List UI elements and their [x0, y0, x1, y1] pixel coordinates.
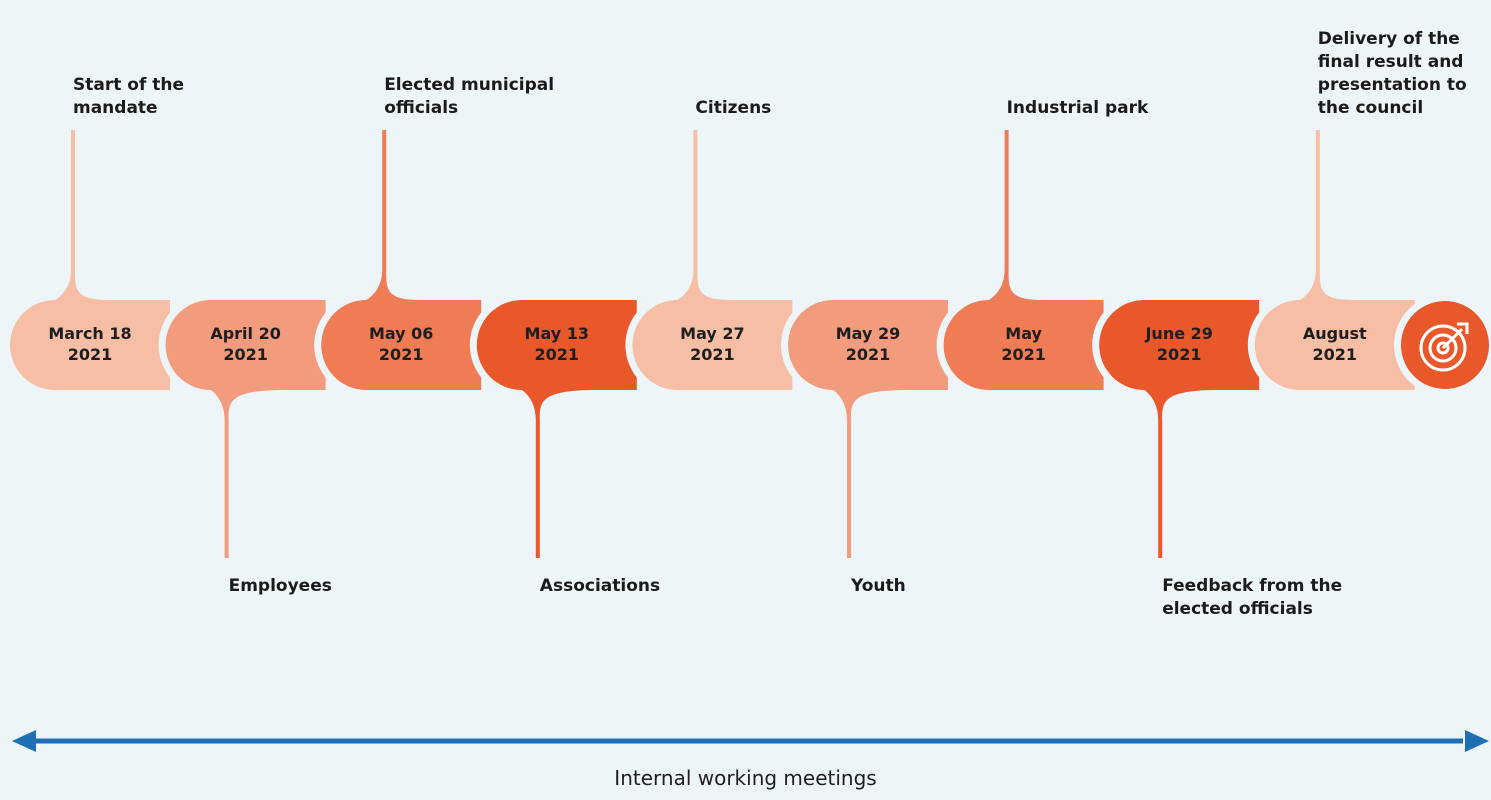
label-line: Delivery of the	[1317, 29, 1460, 49]
timeline-segment	[632, 130, 793, 390]
year-line: 2021	[378, 345, 424, 364]
date-line: April 20	[210, 324, 281, 343]
label-line: officials	[384, 98, 459, 118]
date-line: May 27	[680, 324, 745, 343]
label-line: final result and	[1317, 52, 1464, 72]
axis-caption: Internal working meetings	[614, 766, 877, 790]
target-ring-inner	[1436, 341, 1450, 355]
year-line: 2021	[845, 345, 891, 364]
date-line: May 06	[368, 324, 434, 343]
year-line: 2021	[67, 345, 113, 364]
label-line: mandate	[73, 98, 158, 118]
timeline-segment	[165, 300, 326, 558]
segments-group	[3, 130, 1491, 558]
double-arrow	[12, 730, 1489, 752]
date-line: June 29	[1145, 324, 1213, 343]
date-line: May 13	[524, 324, 590, 343]
milestone-date: March 18 2021	[15, 323, 165, 365]
label-line: Start of the	[73, 75, 185, 95]
milestone-label: Associations	[540, 575, 660, 598]
target-arrow-icon	[1419, 322, 1469, 372]
milestone-date: May 13 2021	[482, 323, 632, 365]
milestone-label: Youth	[851, 575, 906, 598]
date-line: May	[1005, 324, 1042, 343]
label-line: Youth	[851, 576, 906, 596]
year-line: 2021	[690, 345, 735, 364]
label-line: Elected municipal	[384, 75, 555, 95]
milestone-date: April 20 2021	[171, 323, 321, 365]
timeline-segment	[943, 130, 1104, 390]
timeline-segment	[476, 300, 637, 558]
milestone-label: Delivery of the final result and presentat…	[1318, 28, 1467, 120]
label-line: Industrial park	[1006, 98, 1149, 118]
right-arrowhead	[1465, 730, 1489, 752]
label-line: the council	[1317, 98, 1424, 118]
label-line: Feedback from the	[1162, 576, 1343, 596]
date-line: August	[1302, 324, 1367, 343]
label-line: elected officials	[1162, 599, 1313, 619]
left-arrowhead	[12, 730, 36, 752]
label-line: presentation to	[1317, 75, 1467, 95]
milestone-label: Employees	[229, 575, 332, 598]
milestone-date: May 27 2021	[637, 323, 787, 365]
date-line: March 18	[48, 324, 132, 343]
arrow-shaft	[1441, 327, 1464, 350]
milestone-date: May 06 2021	[326, 323, 476, 365]
year-line: 2021	[1001, 345, 1046, 364]
timeline-segment	[321, 130, 482, 390]
year-line: 2021	[1156, 345, 1202, 364]
arrow-fletch	[1457, 322, 1469, 334]
label-line: Employees	[228, 576, 332, 596]
label-line: Associations	[539, 576, 661, 596]
milestone-date: August 2021	[1260, 323, 1410, 365]
timeline-segment	[10, 130, 170, 390]
timeline-segment	[1254, 130, 1415, 390]
year-line: 2021	[1312, 345, 1358, 364]
target-ring-outer	[1419, 324, 1467, 372]
timeline-segment	[788, 300, 948, 558]
milestone-label: Elected municipal officials	[384, 74, 554, 120]
timeline-segment	[1099, 300, 1260, 558]
milestone-label: Industrial park	[1007, 97, 1149, 120]
milestone-label: Start of the mandate	[73, 74, 184, 120]
year-line: 2021	[534, 345, 580, 364]
year-line: 2021	[223, 345, 268, 364]
label-line: Citizens	[695, 98, 772, 118]
target-ring-middle	[1428, 333, 1458, 363]
milestone-date: May 2021	[949, 323, 1099, 365]
milestone-label: Citizens	[695, 97, 771, 120]
date-line: May 29	[835, 324, 901, 343]
milestone-date: May 29 2021	[793, 323, 943, 365]
milestone-date: June 29 2021	[1104, 323, 1254, 365]
milestone-label: Feedback from the elected officials	[1162, 575, 1342, 621]
